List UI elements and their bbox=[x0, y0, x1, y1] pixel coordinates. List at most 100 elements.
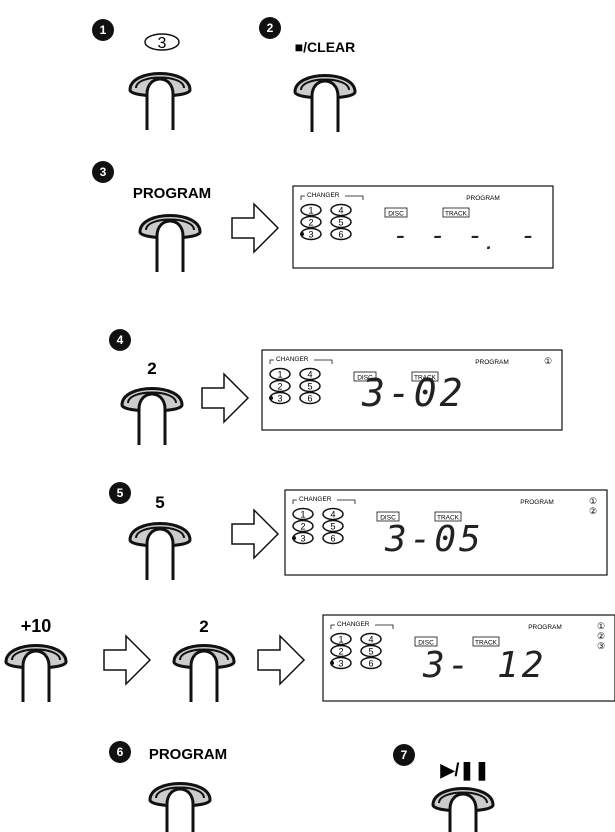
disc-slot-icon bbox=[322, 507, 344, 521]
changer-label: CHANGER bbox=[337, 621, 370, 628]
disc-slot-icon bbox=[330, 644, 352, 658]
step-number-badge bbox=[92, 19, 114, 41]
track-label: TRACK bbox=[475, 640, 498, 647]
stop-clear-label: ■/CLEAR bbox=[295, 39, 356, 55]
selected-disc-dot bbox=[330, 661, 334, 665]
button-2[interactable] bbox=[120, 387, 184, 447]
disc-slot-number: 5 bbox=[338, 218, 343, 228]
program-step-number: ① bbox=[544, 356, 552, 366]
track-label: TRACK bbox=[437, 515, 460, 522]
button-3[interactable] bbox=[128, 72, 192, 132]
disc-slot-number: 2 bbox=[277, 382, 282, 392]
disc-slot-icon bbox=[360, 656, 382, 670]
step-1: 1 3 bbox=[92, 19, 192, 132]
disc-slot-icon bbox=[322, 519, 344, 533]
track-indicator bbox=[472, 636, 500, 647]
disc-slot-number: 1 bbox=[277, 370, 282, 380]
program-indicator: PROGRAM bbox=[475, 359, 509, 366]
selected-disc-dot bbox=[300, 232, 304, 236]
program-step-number: ② bbox=[589, 506, 597, 516]
disc-slot-icon bbox=[322, 531, 344, 545]
plus10-label: +10 bbox=[21, 616, 52, 636]
disc-slot-number: 1 bbox=[338, 635, 343, 645]
changer-bracket bbox=[330, 624, 394, 629]
button-label-3: 3 bbox=[158, 35, 167, 52]
disc-indicator bbox=[353, 371, 377, 382]
disc-slot-icon bbox=[360, 632, 382, 646]
selected-disc-dot bbox=[269, 396, 273, 400]
stop-clear-button[interactable] bbox=[293, 74, 357, 134]
disc-slot-number: 2 bbox=[308, 218, 313, 228]
disc-slot-icon bbox=[299, 367, 321, 381]
changer-label: CHANGER bbox=[307, 192, 340, 199]
program-step-number: ① bbox=[597, 621, 605, 631]
track-label: TRACK bbox=[445, 211, 468, 218]
track-label: TRACK bbox=[414, 375, 437, 382]
program-indicator: PROGRAM bbox=[520, 499, 554, 506]
program-step-number: ② bbox=[597, 631, 605, 641]
disc-slot-number: 3 bbox=[308, 230, 313, 240]
disc-indicator bbox=[384, 207, 408, 218]
disc-slot-icon bbox=[299, 379, 321, 393]
changer-bracket bbox=[269, 359, 333, 364]
changer-bracket bbox=[300, 195, 364, 200]
disc-label: DISC bbox=[357, 375, 373, 382]
program-button[interactable] bbox=[148, 782, 212, 832]
step-number-badge bbox=[109, 741, 131, 763]
step-7: 7 ▶/❚❚ bbox=[393, 744, 495, 832]
step-5: 5 5 bbox=[109, 482, 279, 582]
step-2: 2 ■/CLEAR bbox=[259, 17, 357, 134]
disc-slot-number: 1 bbox=[308, 206, 313, 216]
disc-slot-number: 2 bbox=[338, 647, 343, 657]
step-number: 3 bbox=[100, 165, 107, 179]
disc-slot-number: 3 bbox=[338, 659, 343, 669]
lcd-frame bbox=[284, 489, 608, 576]
disc-slot-number: 5 bbox=[330, 522, 335, 532]
lcd-readout: - - -̣ - bbox=[393, 221, 539, 251]
disc-slot-icon bbox=[299, 391, 321, 405]
disc-slot-number: 6 bbox=[307, 394, 312, 404]
step-3: 3 PROGRAM bbox=[92, 161, 279, 274]
arrow-icon bbox=[257, 635, 305, 685]
program-label: PROGRAM bbox=[133, 185, 211, 202]
disc-slot-number: 4 bbox=[338, 206, 343, 216]
disc-slot-number: 6 bbox=[368, 659, 373, 669]
plus10-button[interactable] bbox=[4, 644, 68, 704]
button-3-outline bbox=[144, 33, 180, 51]
step-number: 4 bbox=[117, 333, 124, 347]
step-number-badge bbox=[92, 161, 114, 183]
selected-disc-dot bbox=[292, 536, 296, 540]
disc-slot-icon bbox=[269, 379, 291, 393]
button-label-2: 2 bbox=[147, 359, 156, 378]
step-4: 4 2 bbox=[109, 329, 249, 447]
disc-label: DISC bbox=[380, 515, 396, 522]
disc-slot-number: 1 bbox=[300, 510, 305, 520]
program-indicator: PROGRAM bbox=[466, 195, 500, 202]
disc-slot-number: 4 bbox=[307, 370, 312, 380]
button-label-2: 2 bbox=[199, 617, 208, 636]
step-number-badge bbox=[109, 329, 131, 351]
arrow-icon bbox=[201, 373, 249, 423]
lcd-readout: 3-05 bbox=[384, 519, 484, 560]
disc-slot-icon bbox=[292, 507, 314, 521]
disc-slot-number: 3 bbox=[277, 394, 282, 404]
disc-slot-icon bbox=[330, 632, 352, 646]
disc-indicator bbox=[376, 511, 400, 522]
disc-slot-number: 5 bbox=[368, 647, 373, 657]
program-label: PROGRAM bbox=[149, 746, 227, 763]
lcd-readout: 3-02 bbox=[361, 371, 466, 415]
step-number-badge bbox=[393, 744, 415, 766]
program-button[interactable] bbox=[138, 214, 202, 274]
button-2[interactable] bbox=[172, 644, 236, 704]
play-pause-button[interactable] bbox=[431, 787, 495, 832]
step-5-ten-plus: +10 2 bbox=[4, 616, 305, 704]
disc-slot-icon bbox=[330, 215, 352, 229]
button-5[interactable] bbox=[128, 522, 192, 582]
step-6: 6 PROGRAM bbox=[109, 741, 227, 832]
step-number-badge bbox=[109, 482, 131, 504]
